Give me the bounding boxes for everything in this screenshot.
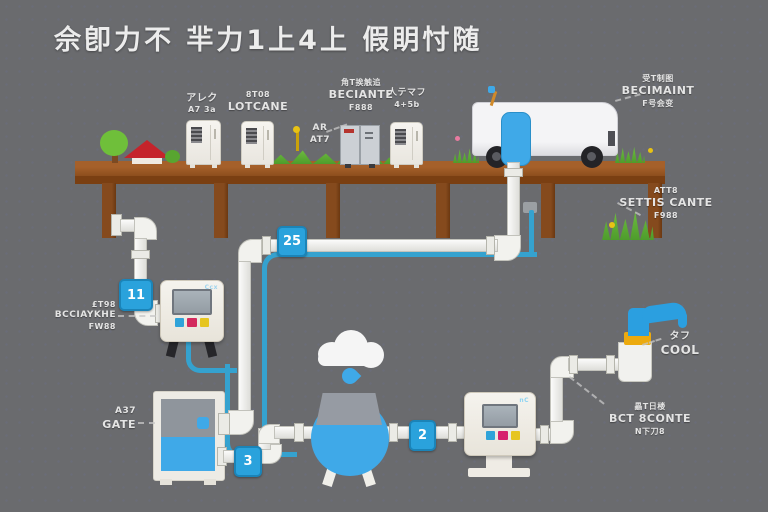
tank-float: [197, 417, 209, 429]
label-machine: 角T挨触追 BECIANTE F888: [328, 78, 394, 112]
bush-icon: [165, 150, 180, 163]
table-leg: [541, 183, 555, 238]
meter-pedestal-base: [468, 468, 530, 477]
table-leg: [326, 183, 340, 238]
meter-brand: nC: [519, 397, 529, 404]
cloud-base: [318, 352, 380, 366]
pipe-coupling: [540, 425, 549, 444]
tank-inlet-flange: [218, 413, 230, 435]
pipe-coupling: [389, 423, 398, 442]
red-button: [187, 318, 197, 327]
table-leg: [648, 183, 662, 238]
controller-brand: Ccx: [204, 284, 218, 291]
flower-speck: [455, 136, 460, 141]
label-truck: 受T制图 BECIMAINT F号会变: [621, 74, 695, 108]
page-title: 佘卽力不 羋力1上4上 假眀忖随: [54, 25, 483, 56]
label-appliance2: 8T08 LOTCANE: [227, 90, 289, 114]
pipe-elbow: [550, 420, 574, 444]
hose-truck-drop: [529, 210, 534, 254]
round-vessel-top: [316, 393, 382, 425]
faucet-spout-tip: [678, 314, 687, 328]
label-tank: A37 GATE: [102, 406, 136, 431]
filter-tank: [153, 391, 225, 481]
pipe-coupling: [448, 423, 457, 442]
truck-water-tank: [501, 112, 531, 166]
hose-cap: [523, 202, 537, 213]
water-purifier-2: [241, 121, 274, 168]
pipe-coupling: [606, 355, 615, 374]
faucet-body: [618, 342, 652, 382]
hose-controller-out: [186, 341, 237, 373]
yellow-button: [511, 431, 520, 440]
controller-unit: Ccx: [160, 280, 224, 342]
label-ground: ATT8 SETTIS CANTE F988: [619, 186, 713, 220]
annotation-line: [138, 422, 155, 424]
hose-long-run: [262, 252, 537, 387]
label-appliance1: アレク A7 3a: [186, 93, 218, 114]
vent-panel: [246, 128, 257, 144]
tree-trunk: [112, 152, 118, 163]
meter-unit: nC: [464, 392, 536, 456]
pipe-coupling: [569, 355, 578, 374]
flower-speck: [609, 222, 615, 228]
marker-pole-tip: [293, 126, 300, 133]
label-meter-pipe: 畾T日楼 BCT 8CONTE N下刀8: [608, 402, 692, 436]
marker-pole: [296, 131, 299, 151]
vent-panel: [191, 127, 202, 143]
label-controller: £T98 BCCIAYKHE FW88: [54, 300, 116, 332]
pipe-elbow: [228, 410, 254, 435]
meter-screen: [482, 404, 518, 428]
pipe-coupling: [131, 250, 150, 259]
pipe-coupling: [294, 423, 304, 442]
flower-speck: [648, 148, 653, 153]
valve-badge-1: 11: [119, 279, 153, 311]
tree-icon: [100, 130, 128, 156]
label-field: AR AT7: [309, 123, 331, 145]
annotation-line: [568, 376, 605, 405]
magenta-button: [498, 431, 508, 440]
water-purifier-1: [186, 120, 221, 168]
valve-badge-3: 3: [234, 446, 262, 477]
table-leg: [214, 183, 228, 238]
valve-badge-4: 2: [409, 420, 436, 451]
meter-pedestal-stem: [486, 452, 512, 469]
pipe-elbow: [134, 217, 157, 240]
table-leg: [436, 183, 450, 238]
label-appliance3: 人テマフ 4+5b: [387, 88, 426, 109]
pipe-coupling: [262, 236, 271, 255]
truck-wheel: [581, 146, 603, 168]
pipe-right-riser: [550, 372, 563, 422]
yellow-button: [200, 318, 209, 327]
red-stripe: [344, 129, 354, 133]
vent-panel: [395, 129, 406, 145]
water-purifier-3: [390, 122, 423, 168]
gray-cabinet-machine: [340, 125, 380, 168]
pipe-coupling: [504, 168, 523, 177]
antenna-tip: [488, 86, 495, 93]
label-tap: タフ COOL: [660, 331, 700, 357]
pipe-elbow: [238, 239, 262, 263]
blue-button: [175, 318, 184, 327]
valve-badge-2: 25: [277, 226, 307, 257]
controller-screen: [172, 289, 212, 315]
pipe-center-down: [238, 261, 251, 413]
blue-button: [486, 431, 495, 440]
house-roof-icon: [124, 140, 170, 158]
annotation-line: [118, 315, 156, 317]
tank-water-level: [161, 437, 215, 471]
truck-door-notch: [608, 131, 615, 146]
pipe-coupling: [486, 236, 495, 255]
filter-tank-window: [161, 399, 215, 471]
house-body: [132, 156, 162, 164]
table-edge: [75, 176, 665, 184]
